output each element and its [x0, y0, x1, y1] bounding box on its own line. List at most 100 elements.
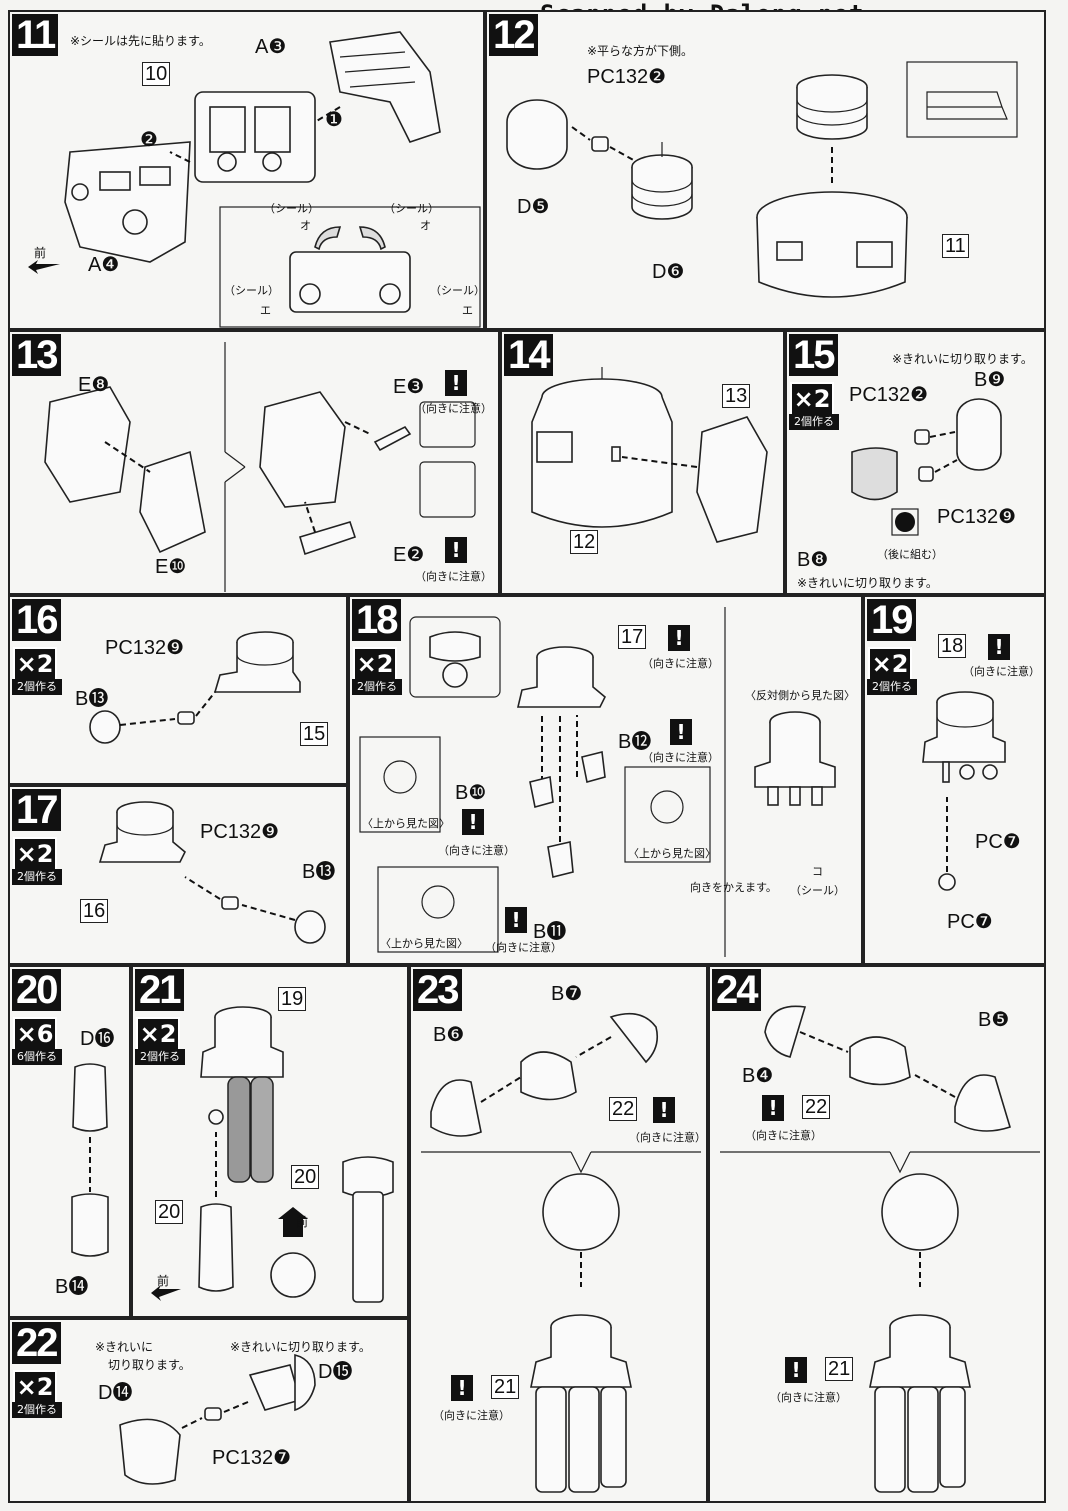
- label-e2: E❷: [393, 544, 425, 566]
- multiplier-caption: 6個作る: [12, 1049, 62, 1065]
- step-number: 14: [504, 334, 553, 376]
- top-view-caption: 〈上から見た図〉: [380, 937, 468, 950]
- ref-step-19: 19: [278, 987, 307, 1011]
- seal-o-mark: オ: [300, 219, 311, 232]
- step-22-panel: 22 ×2 2個作る ※きれいに 切り取ります。 ※きれいに切り取ります。 D⓮…: [8, 1318, 409, 1503]
- label-b10: B❿: [455, 782, 487, 804]
- step-13-illustration: [44, 342, 476, 592]
- ref-step-12: 12: [570, 530, 599, 554]
- ref-step-13: 13: [722, 384, 751, 408]
- step-14-panel: 14 13 12: [500, 330, 785, 595]
- label-b5: B❺: [978, 1009, 1010, 1031]
- seal-label: （シール）: [384, 202, 439, 215]
- ref-step-15: 15: [300, 722, 329, 746]
- caution-icon: !: [668, 625, 690, 651]
- label-b13: B⓭: [302, 861, 336, 883]
- top-view-caption: 〈上から見た図〉: [628, 847, 716, 860]
- caution-text: （向きに注意）: [415, 570, 492, 583]
- seal-label: （シール）: [224, 284, 279, 297]
- step-12-panel: 12 ※平らな方が下側。 PC132❷ D❺ D❻ 11: [485, 10, 1046, 330]
- label-b12: B⓬: [618, 731, 652, 753]
- ref-step-21: 21: [491, 1375, 520, 1399]
- step-note: ※きれいに: [95, 1340, 154, 1354]
- seal-e-mark: エ: [260, 304, 271, 317]
- turn-caption: 向きをかえます。: [690, 881, 777, 894]
- step-22-illustration: [119, 1353, 316, 1485]
- label-b6: B❻: [433, 1024, 465, 1046]
- step-number: 11: [12, 14, 59, 56]
- label-pc132-7: PC132❼: [212, 1447, 292, 1469]
- step-18-panel: 18 ×2 2個作る 17 ! （向きに注意） B⓬ ! （向きに注意） B❿ …: [348, 595, 863, 965]
- label-pc132-2: PC132❷: [587, 66, 667, 88]
- caution-icon: !: [653, 1097, 675, 1123]
- caution-icon: !: [445, 537, 467, 563]
- step-number: 24: [712, 969, 761, 1011]
- label-a4: A❹: [88, 254, 120, 276]
- step-15-panel: 15 ×2 2個作る ※きれいに切り取ります。 PC132❷ B❾ PC132❾…: [785, 330, 1046, 595]
- ref-step-20: 20: [155, 1200, 184, 1224]
- ref-step-17: 17: [618, 625, 647, 649]
- step-20-panel: 20 ×6 6個作る D⓰ B⓮: [8, 965, 131, 1318]
- front-label: 前: [34, 246, 47, 260]
- label-pc7: PC❼: [947, 911, 993, 933]
- seal-label: （シール）: [790, 884, 845, 897]
- label-b7: B❼: [551, 983, 583, 1005]
- step-21-illustration: [151, 1006, 394, 1303]
- step-12-illustration: [506, 61, 1018, 298]
- step-24-panel: 24 B❹ B❺ ! 22 （向きに注意） ! 21 （向きに注意）: [708, 965, 1046, 1503]
- label-d14: D⓮: [98, 1382, 133, 1404]
- step-23-panel: 23 B❼ B❻ 22 ! （向きに注意） ! 21 （向きに注意）: [409, 965, 708, 1503]
- ref-step-18: 18: [938, 634, 967, 658]
- top-view-caption: 〈上から見た図〉: [362, 817, 450, 830]
- front-label: 前: [157, 1274, 170, 1288]
- step-number: 20: [12, 969, 61, 1011]
- label-pc132-9: PC132❾: [200, 821, 280, 843]
- caution-text: （向きに注意）: [433, 1409, 510, 1422]
- seal-e-mark: エ: [462, 304, 473, 317]
- multiplier-badge: ×2: [13, 837, 57, 871]
- step-number: 22: [12, 1322, 61, 1364]
- multiplier-caption: 2個作る: [12, 869, 62, 885]
- multiplier-badge: ×2: [353, 647, 397, 681]
- step-20-illustration: [71, 1063, 109, 1257]
- step-11-illustration: [28, 31, 481, 328]
- step-number: 13: [12, 334, 61, 376]
- order-arrow-2: ❷: [140, 129, 158, 151]
- label-pc132-9: PC132❾: [937, 506, 1017, 528]
- step-number: 18: [352, 599, 401, 641]
- step-note: ※きれいに切り取ります。: [892, 352, 1033, 366]
- caution-text: （向きに注意）: [485, 941, 562, 954]
- step-19-illustration: [922, 691, 1006, 891]
- label-pc7: PC❼: [975, 831, 1021, 853]
- step-15-illustration: [851, 398, 1002, 536]
- step-16-panel: 16 ×2 2個作る PC132❾ B⓭ 15: [8, 595, 348, 785]
- step-number: 23: [413, 969, 462, 1011]
- ref-step-20: 20: [291, 1165, 320, 1189]
- multiplier-caption: 2個作る: [352, 679, 402, 695]
- caution-text: （向きに注意）: [745, 1129, 822, 1142]
- label-b13: B⓭: [75, 688, 109, 710]
- caution-icon: !: [762, 1095, 784, 1121]
- multiplier-badge: ×6: [13, 1017, 57, 1051]
- caution-icon: !: [505, 907, 527, 933]
- caution-text: （向きに注意）: [629, 1131, 706, 1144]
- caution-text: （向きに注意）: [642, 751, 719, 764]
- step-24-illustration: [720, 1005, 1040, 1493]
- seal-ko-mark: コ: [812, 865, 823, 878]
- seal-label: （シール）: [264, 202, 319, 215]
- ref-step-10: 10: [142, 62, 171, 86]
- step-note: ※シールは先に貼ります。: [70, 34, 211, 48]
- caution-text: （向きに注意）: [415, 402, 492, 415]
- ref-step-22: 22: [802, 1095, 831, 1119]
- label-pc132-2: PC132❷: [849, 384, 929, 406]
- multiplier-badge: ×2: [136, 1017, 180, 1051]
- label-d15: D⓯: [318, 1361, 353, 1383]
- step-number: 17: [12, 789, 61, 831]
- multiplier-caption: 2個作る: [12, 1402, 62, 1418]
- step-17-panel: 17 ×2 2個作る PC132❾ B⓭ 16: [8, 785, 348, 965]
- step-number: 15: [789, 334, 838, 376]
- step-16-illustration: [89, 631, 301, 744]
- step-note: ※平らな方が下側。: [587, 44, 694, 58]
- label-e8: E❽: [78, 374, 110, 396]
- label-b8: B❽: [797, 549, 829, 571]
